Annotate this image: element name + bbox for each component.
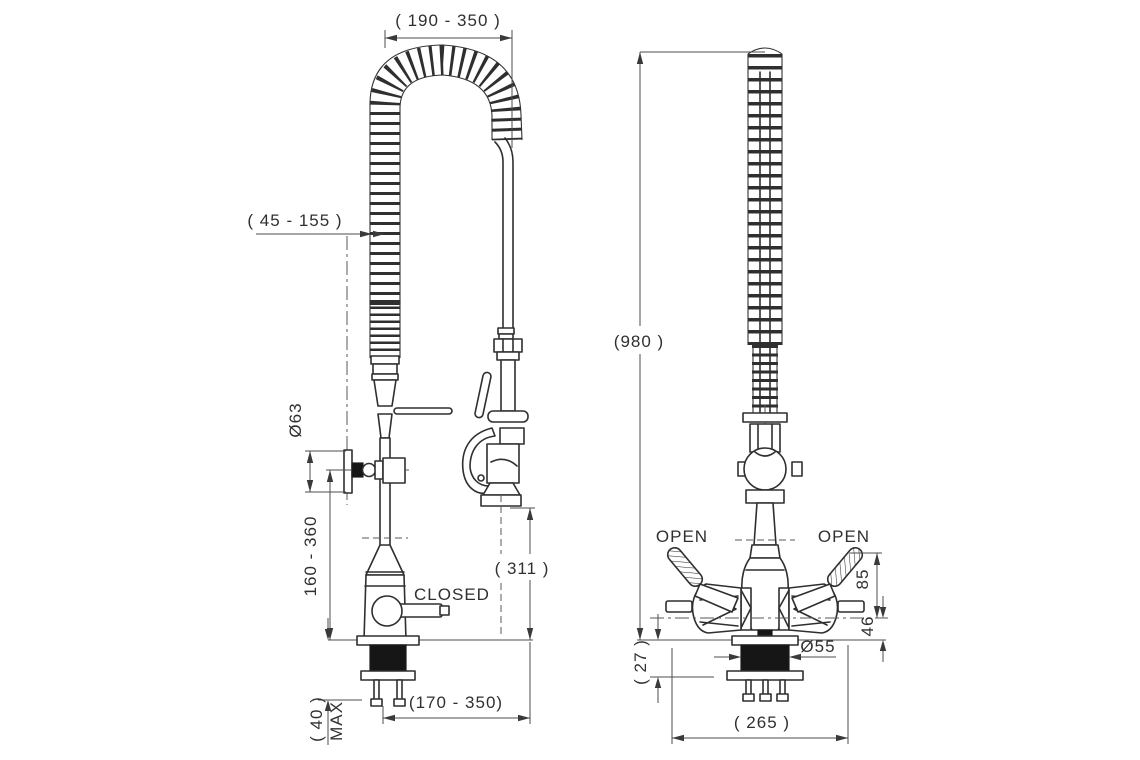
wall-bracket-knuckle	[361, 462, 377, 478]
base-flange-side	[356, 635, 420, 646]
front-bolt-head-1	[742, 693, 755, 702]
dimensions: ( 190 - 350 ) ( 45 - 155 ) Ø63 160 - 360…	[247, 11, 888, 745]
dim-body-height-label: 46	[858, 616, 877, 637]
front-upper-tube	[753, 502, 777, 546]
handle-lever-tip	[439, 605, 450, 616]
wall-bracket-link	[374, 460, 384, 480]
bracket-tab-right	[791, 461, 803, 477]
mount-bolt-head-1	[370, 698, 383, 707]
side-view	[338, 44, 529, 707]
valve-end-cap-left	[665, 600, 693, 613]
hose-nut-ring	[496, 351, 520, 361]
gun-inlet-tube	[500, 359, 516, 412]
hose-ring-1	[497, 327, 515, 335]
gun-handle-pin	[477, 474, 485, 482]
valve-body-front	[741, 557, 789, 631]
spring-end-ring	[372, 363, 398, 375]
nozzle-flare	[482, 482, 521, 496]
base-tick	[757, 629, 773, 636]
riser-flange	[371, 373, 399, 381]
locknut-side	[360, 670, 416, 681]
dim-overall-width-label: ( 265 )	[734, 713, 790, 732]
dim-reach-top-label: ( 190 - 350 )	[395, 11, 501, 30]
riser-taper-lower	[377, 413, 393, 439]
riser-tube	[379, 437, 391, 559]
front-view	[665, 47, 865, 702]
spring-inner-edge	[399, 74, 493, 305]
spring-end-cap	[370, 355, 400, 365]
dim-deck-max-suffix-label: MAX	[327, 701, 346, 741]
riser-taper-upper	[373, 379, 397, 407]
hose-right-line	[504, 137, 514, 331]
front-bolt-head-3	[776, 693, 789, 702]
wall-bracket-plate	[343, 449, 353, 494]
wall-bracket-disc	[743, 447, 787, 491]
dim-riser-height-label: 160 - 360	[301, 516, 320, 597]
handle-state-open-left-label: OPEN	[656, 527, 708, 546]
dim-under-deck-label: ( 27 )	[631, 639, 650, 685]
mount-bolt-head-2	[393, 698, 406, 707]
front-tube-flare	[749, 544, 781, 559]
handle-state-open-right-label: OPEN	[818, 527, 870, 546]
gun-elbow-block	[499, 427, 525, 445]
locknut-front	[726, 670, 804, 681]
handle-state-closed-label: CLOSED	[414, 585, 490, 604]
hose-nut	[493, 338, 523, 353]
dim-deck-max-label: ( 40 )	[307, 696, 326, 742]
handle-arm-right	[791, 583, 836, 613]
trigger-lever	[474, 371, 492, 419]
front-bolt-head-2	[759, 693, 772, 702]
handle-lever-closed	[397, 603, 443, 618]
dim-bracket-dia-label: Ø63	[286, 402, 305, 437]
valve-end-cap-right	[837, 600, 865, 613]
wall-bracket-clamp-dark	[351, 462, 364, 478]
gun-collar	[487, 410, 529, 423]
shank-thread-front	[740, 644, 790, 672]
front-spring-flange	[742, 412, 788, 423]
dim-handle-height-label: 85	[853, 569, 872, 590]
spray-gun	[461, 327, 529, 507]
riser-clamp-block	[382, 457, 406, 484]
front-collar	[745, 489, 785, 504]
dim-total-height-label: (980 )	[614, 332, 664, 351]
dim-wall-clearance-label: ( 45 - 155 )	[247, 211, 342, 230]
dim-shank-dia-label: Ø55	[800, 637, 835, 656]
body-taper	[365, 544, 405, 576]
handle-arm-left	[694, 583, 739, 613]
handle-hub	[371, 595, 403, 627]
handle-grip-right	[826, 546, 864, 588]
hose-left-line	[494, 141, 504, 331]
spring-coil-arch	[370, 44, 522, 305]
shank-thread-side	[369, 644, 407, 672]
support-rod	[393, 407, 453, 415]
base-flange-front	[731, 635, 799, 646]
handle-grip-left	[666, 546, 704, 588]
dim-reach-bottom-label: (170 - 350)	[409, 693, 503, 712]
dim-spray-height-label: ( 311 )	[495, 559, 550, 578]
